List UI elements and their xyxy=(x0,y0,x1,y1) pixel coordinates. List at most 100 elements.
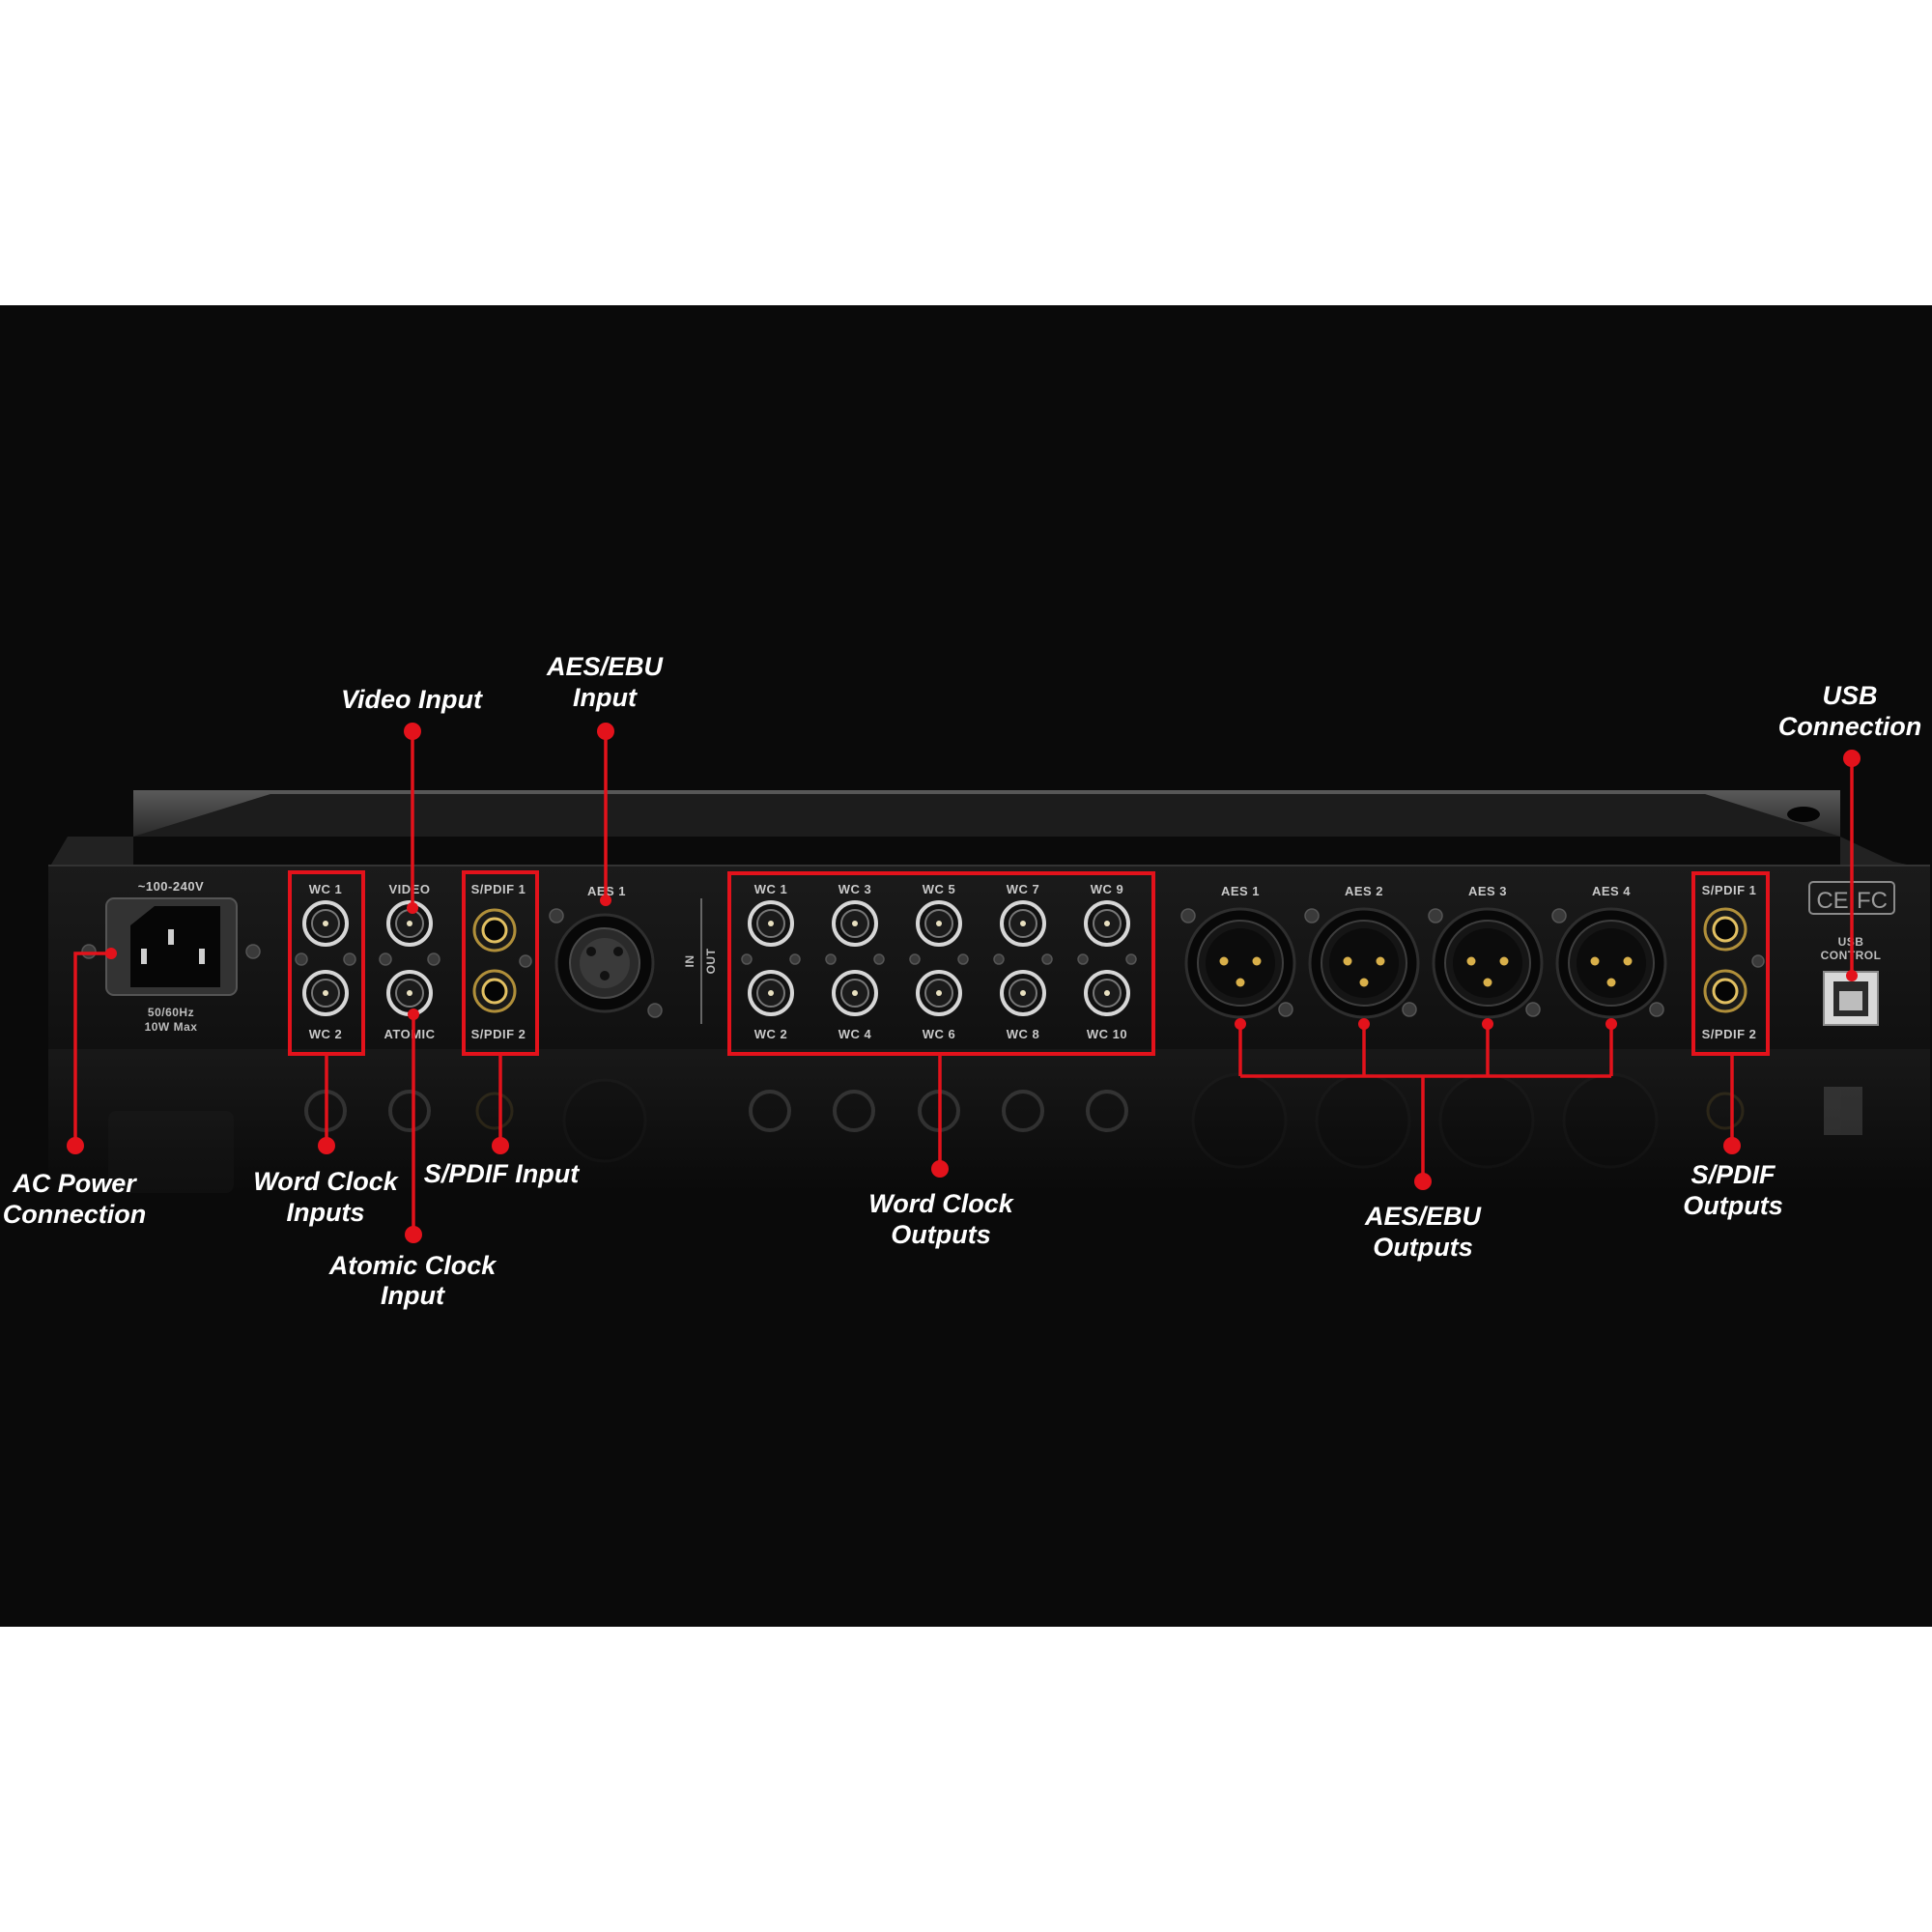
callout-graphics xyxy=(67,723,1861,1243)
wc-out-bottom-label: WC 6 xyxy=(923,1027,956,1041)
power-label: 10W Max xyxy=(145,1020,198,1034)
aes-out-connector[interactable] xyxy=(1555,907,1667,1019)
wc1-in-connector[interactable] xyxy=(302,900,349,947)
wc-out-bottom-connector[interactable] xyxy=(1000,970,1046,1016)
spdif-input-dot xyxy=(492,1137,509,1154)
aes-outputs-label-line2: Outputs xyxy=(1373,1233,1472,1262)
wc-out-bottom-connector[interactable] xyxy=(748,970,794,1016)
wc-inputs-label-line2: Inputs xyxy=(287,1198,365,1227)
aes-outputs-section: AES 1 AES 2 AES 3 AES 4 xyxy=(1180,884,1667,1019)
screw xyxy=(343,952,356,966)
spdif1-in-label: S/PDIF 1 xyxy=(471,882,526,896)
in-out-divider: IN OUT xyxy=(683,898,718,1024)
atomic-label: ATOMIC xyxy=(384,1027,435,1041)
wc-out-bottom-label: WC 8 xyxy=(1007,1027,1040,1041)
wc-out-bottom-connector[interactable] xyxy=(916,970,962,1016)
aes1-in-connector[interactable] xyxy=(554,913,655,1013)
spdif2-in-label: S/PDIF 2 xyxy=(471,1027,526,1041)
wc-out-top-label: WC 5 xyxy=(923,882,956,896)
wc-out-top-connector[interactable] xyxy=(1084,900,1130,947)
screw xyxy=(741,953,753,965)
spdif1-in-connector[interactable] xyxy=(472,908,517,952)
screw xyxy=(81,944,97,959)
screw xyxy=(1180,908,1196,923)
screw xyxy=(519,954,532,968)
aes-out-label: AES 1 xyxy=(1221,884,1260,898)
spdif-outputs-label-line2: Outputs xyxy=(1683,1191,1782,1220)
screw xyxy=(1402,1002,1417,1017)
out-label: OUT xyxy=(704,948,718,974)
wc-inputs-label-line1: Word Clock xyxy=(253,1167,399,1196)
screw xyxy=(1278,1002,1293,1017)
screw xyxy=(993,953,1005,965)
screw xyxy=(1041,953,1053,965)
aes-input-dot xyxy=(597,723,614,740)
wc-outputs-dot xyxy=(931,1160,949,1178)
spdif2-in-connector[interactable] xyxy=(472,969,517,1013)
spdif1-out-label: S/PDIF 1 xyxy=(1702,883,1757,897)
aes-out-label: AES 3 xyxy=(1468,884,1507,898)
wc-out-top-label: WC 1 xyxy=(754,882,788,896)
wc-out-top-connector[interactable] xyxy=(748,900,794,947)
in-label: IN xyxy=(683,955,696,968)
wc-out-bottom-connector[interactable] xyxy=(832,970,878,1016)
screw xyxy=(873,953,885,965)
wc-out-top-connector[interactable] xyxy=(832,900,878,947)
screw xyxy=(427,952,440,966)
screw xyxy=(789,953,801,965)
atomic-dot xyxy=(405,1226,422,1243)
spdif2-out-connector[interactable] xyxy=(1703,969,1747,1013)
wc2-in-connector[interactable] xyxy=(302,970,349,1016)
atomic-in-connector[interactable] xyxy=(386,970,433,1016)
screw xyxy=(1525,1002,1541,1017)
wc2-in-label: WC 2 xyxy=(309,1027,343,1041)
spdif-outputs-label-line1: S/PDIF xyxy=(1690,1160,1776,1189)
spdif2-out-label: S/PDIF 2 xyxy=(1702,1027,1757,1041)
wc-out-bottom-label: WC 2 xyxy=(754,1027,788,1041)
aes-outputs-dot xyxy=(1414,1173,1432,1190)
wc-out-bottom-label: WC 10 xyxy=(1087,1027,1127,1041)
video-input-label: Video Input xyxy=(341,685,483,714)
screw xyxy=(549,908,564,923)
freq-label: 50/60Hz xyxy=(148,1006,194,1019)
aes-out-connector[interactable] xyxy=(1432,907,1544,1019)
wc-inputs-section: WC 1 WC 2 VIDEO ATOMIC xyxy=(295,882,440,1041)
usb-label-line2: Connection xyxy=(1778,712,1922,741)
wc-out-top-label: WC 3 xyxy=(838,882,872,896)
reflection-group xyxy=(108,1072,1862,1193)
wc-out-bottom-label: WC 4 xyxy=(838,1027,872,1041)
video-label: VIDEO xyxy=(389,882,431,896)
screw xyxy=(825,953,837,965)
screw xyxy=(1428,908,1443,923)
wc-outputs-label-line1: Word Clock xyxy=(868,1189,1014,1218)
usb-label-line1: USB xyxy=(1822,681,1877,710)
screw xyxy=(1077,953,1089,965)
video-in-connector[interactable] xyxy=(386,900,433,947)
wc-out-top-label: WC 9 xyxy=(1091,882,1124,896)
spdif1-out-connector[interactable] xyxy=(1703,907,1747,952)
aes-input-label-line1: AES/EBU xyxy=(546,652,665,681)
wc-outputs-label-line2: Outputs xyxy=(891,1220,990,1249)
screw xyxy=(379,952,392,966)
screw xyxy=(957,953,969,965)
aes-out-connector[interactable] xyxy=(1184,907,1296,1019)
screw xyxy=(909,953,921,965)
wc-out-top-connector[interactable] xyxy=(916,900,962,947)
ac-power-section: ~100-240V 50/60Hz 10W Max xyxy=(81,879,261,1034)
iec-socket xyxy=(130,906,220,987)
aes-out-label: AES 4 xyxy=(1592,884,1631,898)
wc-outputs-section: WC 1WC 2WC 3WC 4WC 5WC 6WC 7WC 8WC 9WC 1… xyxy=(741,882,1137,1041)
aes-out-label: AES 2 xyxy=(1345,884,1383,898)
chassis-slot xyxy=(1787,807,1820,822)
aes-out-connector[interactable] xyxy=(1308,907,1420,1019)
atomic-label-line2: Input xyxy=(381,1281,445,1310)
wc-out-bottom-connector[interactable] xyxy=(1084,970,1130,1016)
wc-out-top-connector[interactable] xyxy=(1000,900,1046,947)
aes-outputs-label-line1: AES/EBU xyxy=(1364,1202,1483,1231)
screw xyxy=(1304,908,1320,923)
aes-input-section: AES 1 xyxy=(549,884,663,1018)
screw xyxy=(1125,953,1137,965)
ac-power-dot xyxy=(67,1137,84,1154)
aes-input-label-line2: Input xyxy=(573,683,638,712)
ac-power-label-line1: AC Power xyxy=(12,1169,137,1198)
